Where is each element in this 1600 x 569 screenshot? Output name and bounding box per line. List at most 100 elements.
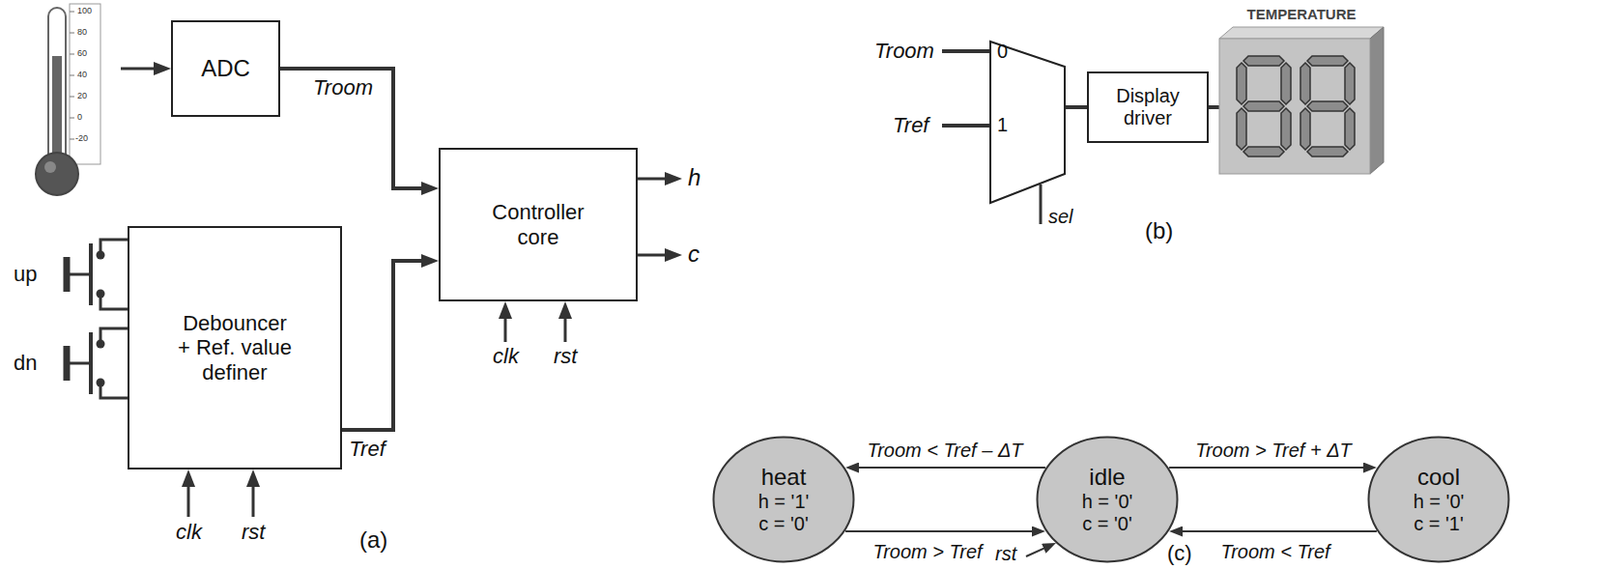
digit-segment — [1236, 62, 1247, 105]
digit-segment — [1307, 146, 1348, 157]
state-bubble: idleh = '0'c = '0' — [1035, 435, 1179, 564]
button-head — [63, 257, 71, 292]
digit-segment — [1307, 101, 1348, 112]
panel-label: (c) — [1167, 541, 1193, 566]
button-wire — [100, 328, 128, 399]
digit-segment — [1243, 146, 1285, 157]
signal-name: Tref — [892, 113, 929, 138]
transition-label: Troom > Tref + ΔT — [1193, 439, 1354, 462]
contact-dot — [96, 378, 106, 388]
transition-label: Troom < Tref – ΔT — [864, 439, 1025, 462]
state-circle — [714, 437, 855, 563]
mux-input-wire — [942, 123, 990, 128]
reset-arrow — [1026, 545, 1051, 557]
state-circle — [1369, 437, 1510, 563]
connector — [852, 466, 1046, 469]
thermometer-bulb — [35, 152, 79, 196]
digit-segment — [1281, 108, 1291, 150]
connector — [1065, 105, 1087, 110]
button-stem — [69, 362, 91, 366]
connector — [280, 68, 430, 189]
state-name: idle — [1088, 463, 1125, 491]
signal-name: sel — [1048, 205, 1074, 229]
connector — [1169, 466, 1371, 469]
transition-label: Troom > Tref — [870, 541, 984, 564]
state-output: c = '0' — [758, 513, 809, 536]
output-arrow — [637, 254, 674, 258]
scale-number: 80 — [77, 27, 87, 37]
connector — [1175, 530, 1377, 533]
scale-number: 60 — [77, 48, 87, 58]
display-bevel — [1219, 27, 1384, 39]
controller-block: Controller core — [438, 147, 638, 302]
connector — [342, 260, 430, 430]
multiplexer: 01 — [989, 40, 1066, 204]
seven-segment-display: TEMPERATURE — [1219, 5, 1384, 176]
output-arrow — [637, 177, 674, 181]
digit-segment — [1236, 108, 1247, 150]
contact-dot — [96, 251, 106, 260]
scale-number: 40 — [77, 69, 87, 80]
digit-segment — [1307, 56, 1348, 66]
thermometer-scale — [69, 3, 101, 165]
display-face — [1219, 38, 1371, 174]
transition-label: Troom — [311, 75, 375, 100]
signal-name: rst — [553, 343, 577, 369]
signal-name: rst — [995, 542, 1017, 566]
display-bevel — [1370, 27, 1384, 174]
button-stem — [69, 273, 91, 277]
signal-name: rst — [241, 519, 265, 544]
transition-label: Troom < Tref — [1218, 541, 1332, 564]
panel-label: (b) — [1144, 217, 1173, 245]
scale-number: 0 — [77, 112, 83, 122]
reset-arrow — [564, 310, 568, 343]
state-output: c = '1' — [1413, 513, 1464, 536]
mux-input-wire — [942, 49, 990, 54]
input-index: 1 — [997, 114, 1008, 137]
button-name: up — [13, 261, 37, 286]
sensor-arrow — [120, 67, 163, 71]
scale-number: 100 — [77, 5, 92, 16]
seven-segment-display-outline — [1219, 5, 1384, 176]
reset-arrow — [252, 478, 256, 517]
state-bubble: heath = '1'c = '0' — [712, 435, 856, 564]
button-name: dn — [13, 350, 37, 375]
digit-segment — [1243, 56, 1285, 66]
block-name: Debouncer + Ref. value definer — [174, 311, 296, 385]
state-output: h = '0' — [1082, 490, 1134, 514]
display-title: TEMPERATURE — [1219, 5, 1384, 23]
contact-dot — [96, 289, 106, 299]
block-name: Controller core — [480, 200, 597, 250]
bulb-highlight — [44, 161, 57, 173]
button-head — [63, 345, 71, 381]
debouncer-block: Debouncer + Ref. value definer — [127, 226, 343, 470]
state-output: h = '1' — [758, 490, 810, 514]
state-name: cool — [1417, 463, 1460, 491]
transition-label: Tref — [346, 436, 387, 461]
scale-number: -20 — [75, 133, 88, 143]
digit-segment — [1344, 108, 1355, 150]
digit-segment — [1300, 62, 1311, 105]
connector — [845, 530, 1039, 533]
state-bubble: coolh = '0'c = '1' — [1367, 435, 1511, 564]
button-wire — [100, 239, 128, 310]
panel-label: (a) — [359, 526, 388, 554]
state-circle — [1037, 437, 1178, 563]
display-driver: Display driver — [1086, 71, 1209, 143]
state-output: h = '0' — [1413, 490, 1465, 514]
digit-segment — [1300, 108, 1311, 150]
digit-segment — [1243, 101, 1285, 112]
state-output: c = '0' — [1082, 513, 1133, 536]
signal-name: Troom — [874, 38, 935, 63]
signal-name: c — [687, 240, 700, 268]
signal-name: clk — [492, 343, 519, 369]
clock-arrow — [504, 310, 508, 343]
scale-number: 20 — [77, 90, 87, 101]
mux-trapezoid — [990, 41, 1065, 203]
adc-block: ADC — [171, 20, 281, 117]
input-index: 0 — [997, 40, 1008, 63]
block-name: Display driver — [1099, 85, 1197, 130]
block-name: ADC — [200, 55, 251, 83]
